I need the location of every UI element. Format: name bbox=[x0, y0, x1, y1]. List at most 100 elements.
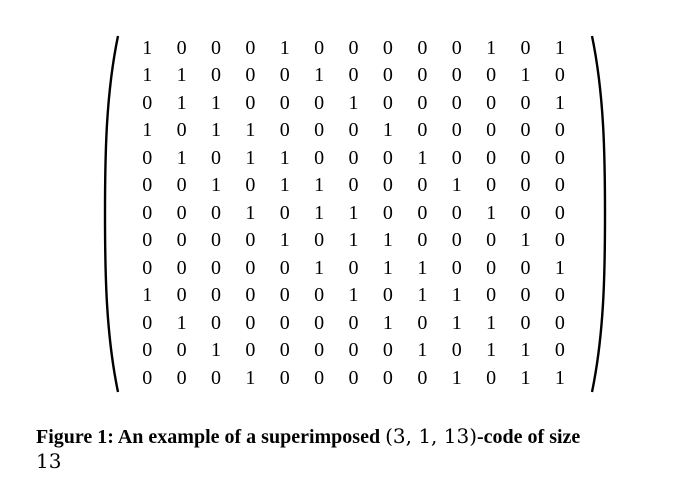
matrix-cell: 0 bbox=[554, 284, 565, 307]
matrix-cell: 0 bbox=[520, 311, 531, 334]
matrix-cell: 0 bbox=[245, 36, 256, 59]
matrix-cell: 0 bbox=[417, 91, 428, 114]
right-parenthesis bbox=[590, 34, 608, 394]
matrix-cell: 0 bbox=[176, 174, 187, 197]
caption-text-after: -code of size bbox=[477, 426, 581, 448]
matrix-cell: 0 bbox=[486, 229, 497, 252]
matrix-cell: 0 bbox=[210, 284, 221, 307]
matrix-cell: 0 bbox=[348, 256, 359, 279]
matrix-cell: 1 bbox=[142, 36, 153, 59]
matrix-cell: 0 bbox=[245, 284, 256, 307]
matrix-cell: 1 bbox=[279, 229, 290, 252]
matrix-cell: 0 bbox=[520, 256, 531, 279]
matrix-cell: 0 bbox=[245, 339, 256, 362]
matrix-cell: 0 bbox=[520, 174, 531, 197]
matrix-cell: 1 bbox=[142, 284, 153, 307]
matrix-cell: 0 bbox=[554, 229, 565, 252]
matrix-cell: 0 bbox=[210, 64, 221, 87]
matrix-cell: 0 bbox=[554, 119, 565, 142]
matrix-cell: 0 bbox=[142, 91, 153, 114]
matrix-cell: 1 bbox=[417, 339, 428, 362]
matrix-cell: 0 bbox=[176, 201, 187, 224]
matrix-cell: 0 bbox=[279, 119, 290, 142]
matrix-cell: 1 bbox=[314, 256, 325, 279]
matrix-cell: 0 bbox=[451, 339, 462, 362]
matrix-cell: 0 bbox=[520, 146, 531, 169]
matrix-cell: 0 bbox=[245, 174, 256, 197]
matrix-cell: 1 bbox=[176, 64, 187, 87]
matrix-cell: 0 bbox=[245, 311, 256, 334]
matrix-cell: 0 bbox=[554, 64, 565, 87]
matrix-cell: 0 bbox=[520, 284, 531, 307]
matrix-cell: 0 bbox=[279, 91, 290, 114]
matrix-cell: 1 bbox=[348, 201, 359, 224]
matrix-cell: 1 bbox=[554, 36, 565, 59]
caption-text-before: An example of a superimposed bbox=[113, 426, 386, 448]
matrix-cell: 0 bbox=[348, 366, 359, 389]
matrix-cell: 0 bbox=[520, 119, 531, 142]
matrix-cell: 0 bbox=[314, 146, 325, 169]
matrix-cell: 0 bbox=[314, 36, 325, 59]
matrix-cell: 0 bbox=[451, 201, 462, 224]
matrix-cell: 0 bbox=[314, 229, 325, 252]
matrix-cell: 1 bbox=[279, 174, 290, 197]
matrix-cell: 0 bbox=[486, 256, 497, 279]
matrix-cell: 0 bbox=[176, 119, 187, 142]
matrix-cell: 0 bbox=[142, 201, 153, 224]
matrix-cell: 0 bbox=[279, 339, 290, 362]
figure-caption: Figure 1: An example of a superimposed (… bbox=[36, 424, 686, 474]
matrix-cell: 0 bbox=[314, 366, 325, 389]
matrix-cell: 1 bbox=[382, 229, 393, 252]
matrix-cell: 1 bbox=[451, 284, 462, 307]
matrix-cell: 1 bbox=[348, 91, 359, 114]
matrix-cell: 1 bbox=[451, 366, 462, 389]
matrix-cell: 0 bbox=[176, 256, 187, 279]
matrix-cell: 0 bbox=[279, 284, 290, 307]
matrix-cell: 0 bbox=[417, 174, 428, 197]
matrix-cell: 1 bbox=[348, 284, 359, 307]
matrix-cell: 1 bbox=[486, 311, 497, 334]
matrix-cell: 0 bbox=[451, 229, 462, 252]
matrix-cell: 0 bbox=[245, 256, 256, 279]
matrix-cell: 1 bbox=[314, 201, 325, 224]
matrix-cell: 1 bbox=[554, 366, 565, 389]
matrix-cell: 0 bbox=[554, 174, 565, 197]
matrix-cell: 0 bbox=[417, 229, 428, 252]
matrix-cell: 1 bbox=[451, 174, 462, 197]
matrix-cell: 0 bbox=[142, 339, 153, 362]
matrix-cell: 0 bbox=[451, 256, 462, 279]
matrix-cell: 0 bbox=[486, 284, 497, 307]
matrix-cell: 0 bbox=[348, 36, 359, 59]
left-parenthesis bbox=[102, 34, 120, 394]
matrix-cell: 1 bbox=[486, 339, 497, 362]
matrix-cell: 0 bbox=[417, 36, 428, 59]
matrix-cell: 0 bbox=[348, 311, 359, 334]
matrix-cell: 1 bbox=[245, 201, 256, 224]
matrix-cell: 0 bbox=[417, 119, 428, 142]
matrix-cell: 0 bbox=[382, 36, 393, 59]
matrix-cell: 0 bbox=[348, 64, 359, 87]
matrix-cell: 1 bbox=[520, 64, 531, 87]
matrix-cell: 0 bbox=[210, 229, 221, 252]
matrix-cell: 0 bbox=[382, 146, 393, 169]
matrix-cell: 1 bbox=[520, 366, 531, 389]
matrix-cell: 0 bbox=[486, 366, 497, 389]
matrix-cell: 1 bbox=[451, 311, 462, 334]
matrix-cell: 1 bbox=[417, 256, 428, 279]
matrix-cell: 0 bbox=[210, 366, 221, 389]
matrix-cell: 0 bbox=[382, 201, 393, 224]
matrix-cell: 0 bbox=[176, 229, 187, 252]
matrix-cell: 0 bbox=[142, 311, 153, 334]
matrix-cell: 1 bbox=[486, 201, 497, 224]
matrix-cell: 0 bbox=[382, 64, 393, 87]
matrix-cell: 0 bbox=[314, 119, 325, 142]
matrix-cell: 1 bbox=[417, 146, 428, 169]
matrix-cell: 1 bbox=[210, 174, 221, 197]
caption-size-value: 13 bbox=[36, 449, 62, 473]
matrix-cell: 0 bbox=[314, 311, 325, 334]
matrix-cell: 0 bbox=[486, 91, 497, 114]
matrix-cell: 0 bbox=[210, 311, 221, 334]
matrix-cell: 0 bbox=[382, 284, 393, 307]
caption-code-parameters: (3, 1, 13) bbox=[385, 424, 478, 448]
matrix-cell: 1 bbox=[554, 91, 565, 114]
